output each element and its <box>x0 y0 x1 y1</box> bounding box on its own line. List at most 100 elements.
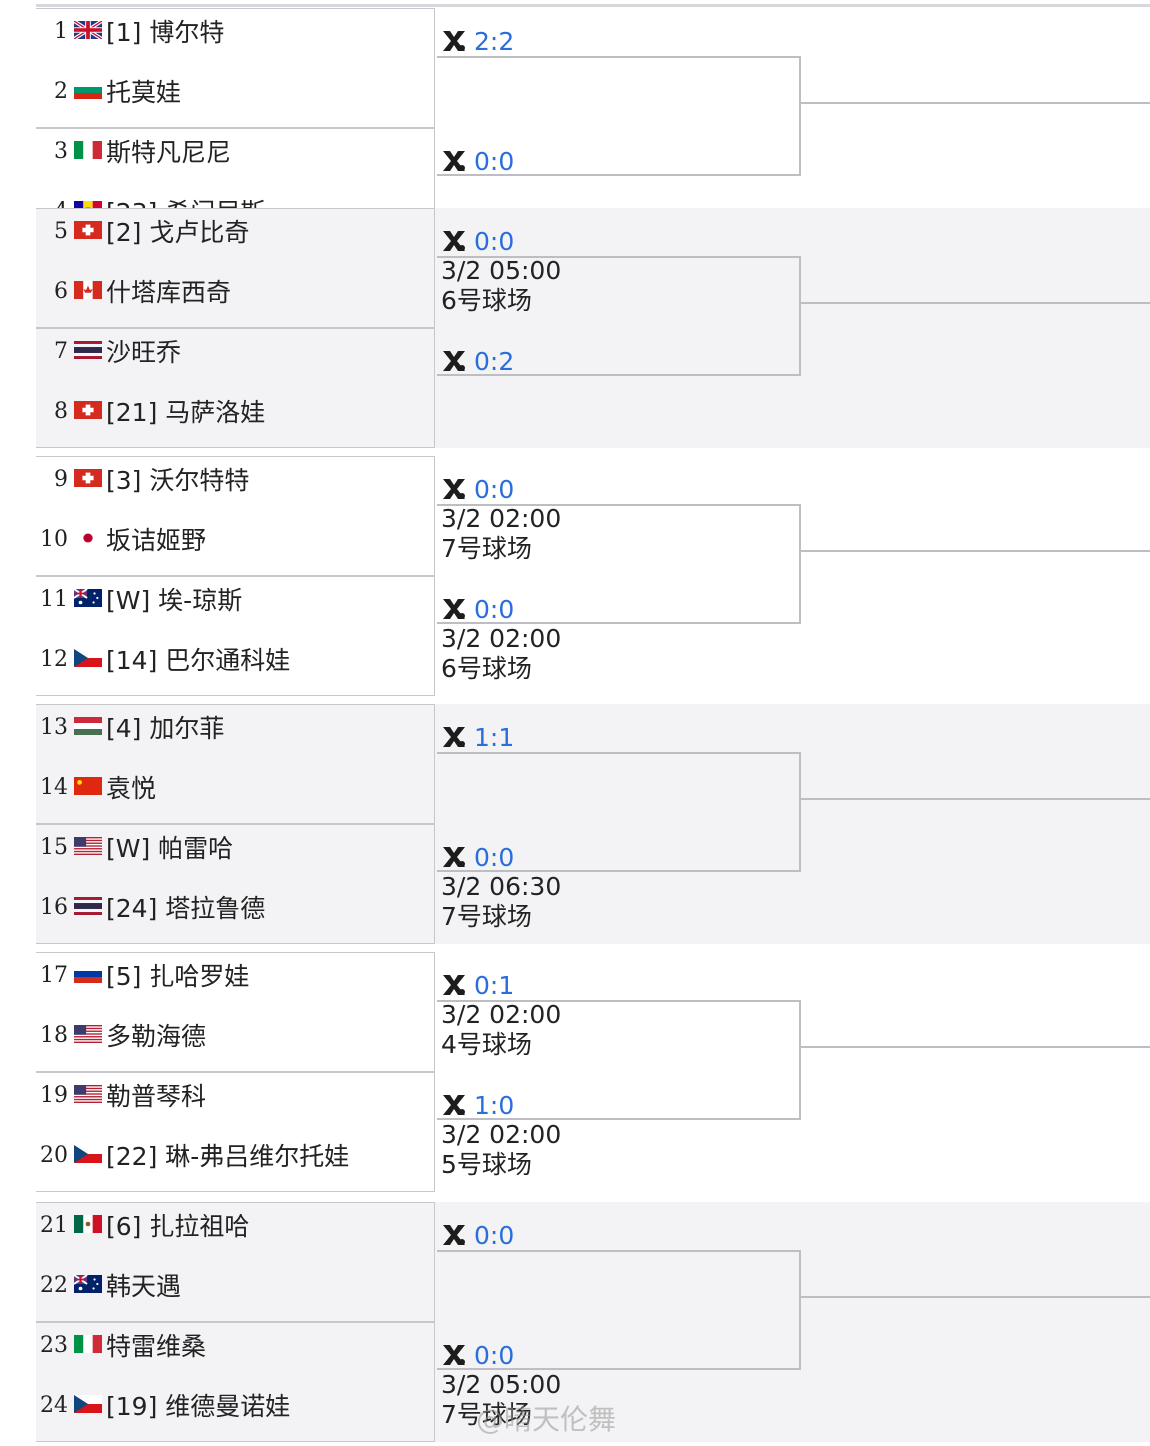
match-score[interactable]: 2:2 <box>440 26 514 56</box>
player-row[interactable]: 21[6] 扎拉祖哈 <box>36 1210 436 1241</box>
player-row[interactable]: 19 勒普琴科 <box>36 1080 436 1111</box>
score-value[interactable]: 0:0 <box>474 1340 515 1370</box>
player-name[interactable]: [22] 琳-弗吕维尔托娃 <box>106 1142 350 1171</box>
score-value[interactable]: 1:1 <box>474 722 515 752</box>
match-score[interactable]: 1:1 <box>440 722 514 752</box>
player-pair-box <box>36 1322 435 1442</box>
player-name[interactable]: [21] 马萨洛娃 <box>106 398 266 427</box>
flag-us-icon <box>74 1025 104 1045</box>
player-name[interactable]: 特雷维桑 <box>106 1332 207 1361</box>
player-name[interactable]: [1] 博尔特 <box>106 18 225 47</box>
score-value[interactable]: 2:2 <box>474 26 515 56</box>
player-name[interactable]: [6] 扎拉祖哈 <box>106 1212 250 1241</box>
flag-us-icon <box>74 1085 104 1105</box>
seed-number: 1 <box>54 18 68 44</box>
player-row[interactable]: 9[3] 沃尔特特 <box>36 464 436 495</box>
match-score[interactable]: 0:0 <box>440 842 514 872</box>
player-name[interactable]: [19] 维德曼诺娃 <box>106 1392 291 1421</box>
player-name[interactable]: 多勒海德 <box>106 1022 207 1051</box>
match-court: 4号球场 <box>441 1030 532 1059</box>
player-row[interactable]: 16[24] 塔拉鲁德 <box>36 892 436 923</box>
player-pair-box <box>36 952 435 1072</box>
seed-number: 8 <box>54 398 68 424</box>
score-value[interactable]: 0:0 <box>474 226 515 256</box>
player-name[interactable]: [24] 塔拉鲁德 <box>106 894 266 923</box>
player-name[interactable]: [14] 巴尔通科娃 <box>106 646 291 675</box>
player-name[interactable]: 沙旺乔 <box>106 338 182 367</box>
score-value[interactable]: 0:2 <box>474 346 515 376</box>
score-value[interactable]: 0:0 <box>474 146 515 176</box>
player-name[interactable]: [2] 戈卢比奇 <box>106 218 250 247</box>
player-row[interactable]: 15[W] 帕雷哈 <box>36 832 436 863</box>
score-value[interactable]: 0:0 <box>474 594 515 624</box>
seed-number: 20 <box>40 1142 68 1168</box>
score-value[interactable]: 0:0 <box>474 1220 515 1250</box>
score-value[interactable]: 0:0 <box>474 842 515 872</box>
player-name[interactable]: [3] 沃尔特特 <box>106 466 250 495</box>
match-score[interactable]: 0:2 <box>440 346 514 376</box>
player-name[interactable]: 勒普琴科 <box>106 1082 207 1111</box>
flag-uk-icon <box>72 19 104 41</box>
player-pair-box <box>36 576 435 696</box>
flag-us-icon <box>74 837 104 857</box>
tennis-racket-icon <box>440 1092 468 1118</box>
match-court: 7号球场 <box>441 902 532 931</box>
tennis-racket-icon <box>440 972 468 998</box>
tennis-racket-icon <box>440 596 468 622</box>
player-name[interactable]: [4] 加尔菲 <box>106 714 225 743</box>
seed-number: 6 <box>54 278 68 304</box>
tennis-racket-icon <box>440 228 468 254</box>
player-name[interactable]: [W] 帕雷哈 <box>106 834 234 863</box>
player-row[interactable]: 6 什塔库西奇 <box>36 276 436 307</box>
player-row[interactable]: 24[19] 维德曼诺娃 <box>36 1390 436 1421</box>
player-pair-box <box>36 824 435 944</box>
match-score[interactable]: 0:0 <box>440 594 514 624</box>
watermark: @晴天伦舞 <box>476 1403 617 1436</box>
player-name[interactable]: 托莫娃 <box>106 78 182 107</box>
match-time: 3/2 02:00 <box>441 1120 562 1149</box>
player-row[interactable]: 13[4] 加尔菲 <box>36 712 436 743</box>
match-score[interactable]: 0:0 <box>440 226 514 256</box>
player-name[interactable]: 韩天遇 <box>106 1272 182 1301</box>
score-value[interactable]: 1:0 <box>474 1090 515 1120</box>
flag-ch-icon <box>74 469 104 489</box>
score-value[interactable]: 0:1 <box>474 970 515 1000</box>
player-row[interactable]: 22 韩天遇 <box>36 1270 436 1301</box>
player-name[interactable]: 斯特凡尼尼 <box>106 138 232 167</box>
player-pair-box <box>36 328 435 448</box>
player-pair-box <box>36 1202 435 1322</box>
player-row[interactable]: 17[5] 扎哈罗娃 <box>36 960 436 991</box>
match-score[interactable]: 0:0 <box>440 146 514 176</box>
player-row[interactable]: 5[2] 戈卢比奇 <box>36 216 436 247</box>
player-row[interactable]: 8 [21] 马萨洛娃 <box>36 396 436 427</box>
flag-ch-icon <box>74 221 104 241</box>
player-row[interactable]: 1 [1] 博尔特 <box>36 16 436 47</box>
match-time: 3/2 05:00 <box>441 256 562 285</box>
match-score[interactable]: 0:0 <box>440 1340 514 1370</box>
player-name[interactable]: [W] 埃-琼斯 <box>106 586 243 615</box>
score-value[interactable]: 0:0 <box>474 474 515 504</box>
match-score[interactable]: 0:0 <box>440 1220 514 1250</box>
match-score[interactable]: 0:1 <box>440 970 514 1000</box>
match-score[interactable]: 0:0 <box>440 474 514 504</box>
player-name[interactable]: [5] 扎哈罗娃 <box>106 962 250 991</box>
player-row[interactable]: 11 [W] 埃-琼斯 <box>36 584 436 615</box>
player-row[interactable]: 20 [22] 琳-弗吕维尔托娃 <box>36 1140 436 1171</box>
flag-hu-icon <box>74 717 104 737</box>
player-name[interactable]: 袁悦 <box>106 774 157 803</box>
player-name[interactable]: 什塔库西奇 <box>106 278 232 307</box>
seed-number: 19 <box>40 1082 68 1108</box>
player-row[interactable]: 23 特雷维桑 <box>36 1330 436 1361</box>
player-name[interactable]: 坂诘姬野 <box>106 526 207 555</box>
player-row[interactable]: 12[14] 巴尔通科娃 <box>36 644 436 675</box>
round-bracket-box <box>437 1000 801 1120</box>
match-score[interactable]: 1:0 <box>440 1090 514 1120</box>
top-divider <box>36 4 1150 7</box>
seed-number: 23 <box>40 1332 68 1358</box>
